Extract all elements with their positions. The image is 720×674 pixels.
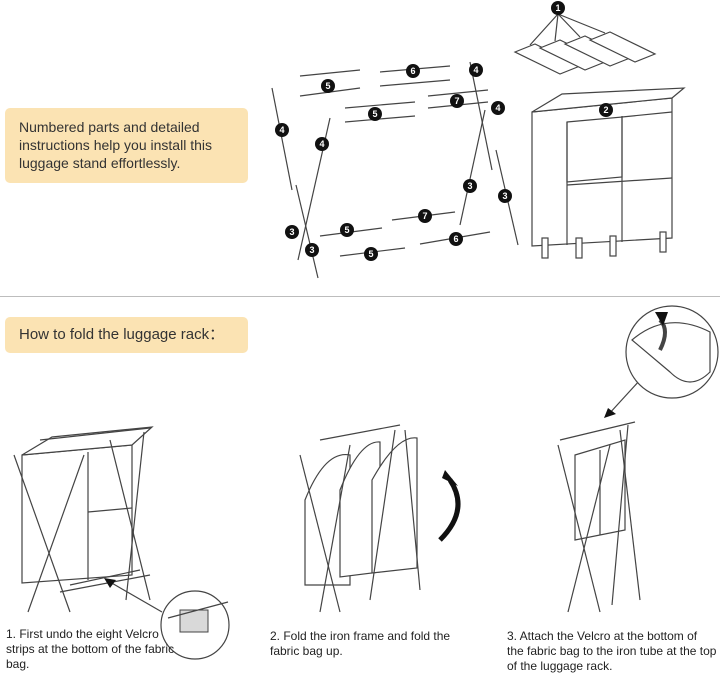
svg-text:4: 4 [319,139,324,149]
part-badge-7b: 7 [418,209,432,223]
svg-text:4: 4 [495,103,500,113]
part-badge-4a: 4 [275,123,289,137]
part-badge-4c: 4 [469,63,483,77]
part-badge-5b: 5 [368,107,382,121]
part-badge-5c: 5 [340,223,354,237]
svg-text:2: 2 [603,105,608,115]
part-badge-2: 2 [599,103,613,117]
part-badge-5d: 5 [364,247,378,261]
step2-illustration [299,424,461,613]
svg-text:5: 5 [325,81,330,91]
step-1-caption: 1. First undo the eight Velcro strips at… [6,627,176,672]
step-3-text: 3. Attach the Velcro at the bottom of th… [507,629,717,673]
svg-text:6: 6 [410,66,415,76]
part-badge-5a: 5 [321,79,335,93]
part-badge-3c: 3 [463,179,477,193]
part-cabinet [531,87,686,259]
intro-callout: Numbered parts and detailed instructions… [5,108,248,183]
step-2-text: 2. Fold the iron frame and fold the fabr… [270,629,451,658]
section-divider [0,296,720,297]
intro-text: Numbered parts and detailed instructions… [19,119,212,171]
step-3-caption: 3. Attach the Velcro at the bottom of th… [507,629,717,674]
svg-text:3: 3 [309,245,314,255]
part-tubes [271,61,519,279]
step1-illustration [13,426,230,660]
fold-title: How to fold the luggage rack： [19,326,225,343]
part-straps [513,13,657,75]
svg-text:4: 4 [279,125,284,135]
svg-text:7: 7 [422,211,427,221]
part-badge-7a: 7 [450,94,464,108]
part-badge-1: 1 [551,1,565,15]
svg-text:4: 4 [473,65,478,75]
part-badge-6b: 6 [449,232,463,246]
svg-text:7: 7 [454,96,459,106]
part-badge-3a: 3 [285,225,299,239]
part-badge-3d: 3 [498,189,512,203]
part-badge-4d: 4 [491,101,505,115]
svg-text:5: 5 [372,109,377,119]
part-badge-6a: 6 [406,64,420,78]
svg-text:3: 3 [467,181,472,191]
svg-text:3: 3 [289,227,294,237]
svg-text:5: 5 [368,249,373,259]
svg-text:3: 3 [502,191,507,201]
part-badge-3b: 3 [305,243,319,257]
svg-text:1: 1 [555,3,560,13]
svg-text:6: 6 [453,234,458,244]
parts-diagram: 1 2 3 3 3 3 4 4 4 4 5 5 5 5 6 6 7 7 [271,1,686,279]
part-badge-4b: 4 [315,137,329,151]
step3-illustration [557,305,719,613]
svg-text:5: 5 [344,225,349,235]
step-2-caption: 2. Fold the iron frame and fold the fabr… [270,629,460,659]
step-1-text: 1. First undo the eight Velcro strips at… [6,627,175,671]
fold-title-callout: How to fold the luggage rack： [5,317,248,353]
